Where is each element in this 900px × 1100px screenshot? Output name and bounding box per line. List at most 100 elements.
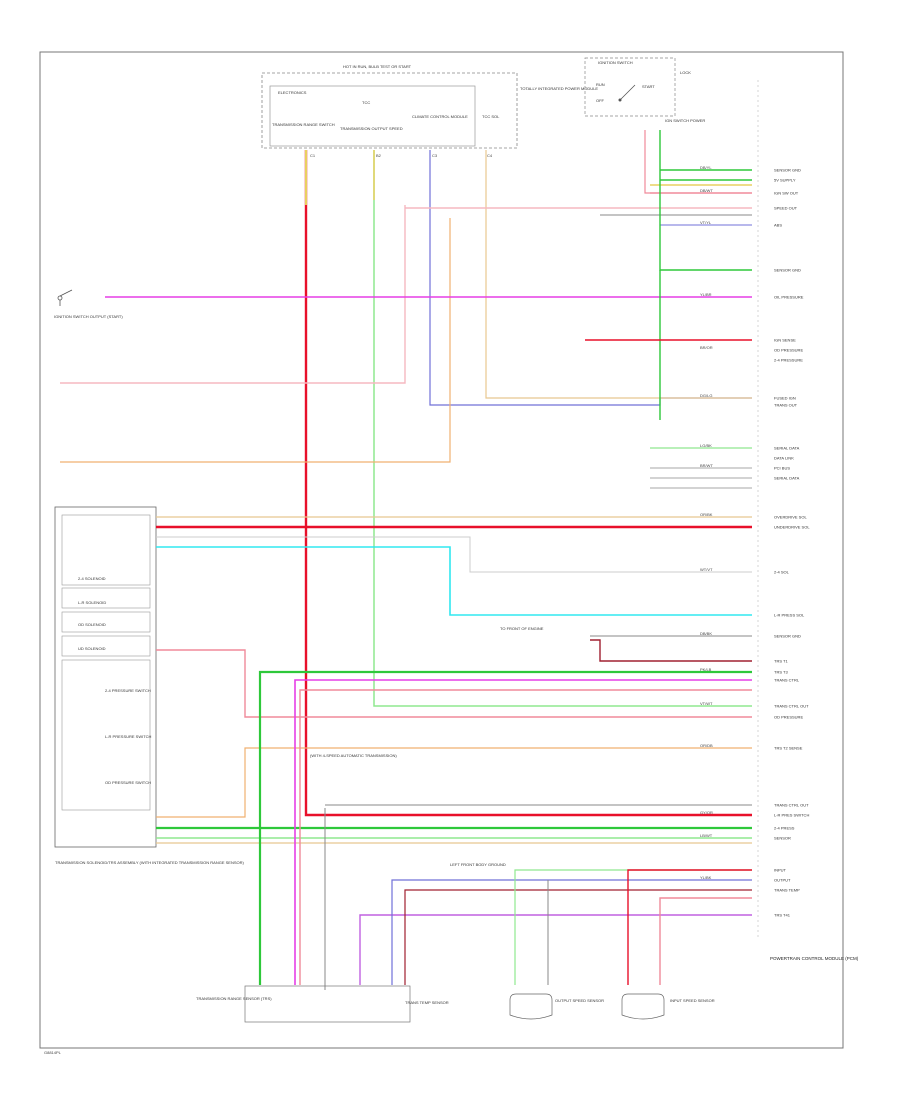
tcm-label-4: TCC SOL — [482, 114, 500, 119]
pcm-pin-label: OVERDRIVE SOL — [774, 515, 807, 520]
pcm-pin-label: OD PRESSURE — [774, 715, 803, 720]
pcm-pin-label: UNDERDRIVE SOL — [774, 525, 810, 530]
ignition-switch: IGNITION SWITCH RUN START OFF LOCK IGN S… — [584, 57, 705, 123]
tcm-center-label: TCC — [362, 100, 370, 105]
ignition-switch-lock: LOCK — [680, 70, 691, 75]
wire-green-right — [660, 169, 752, 181]
left-switch-label: IGNITION SWITCH OUTPUT (START) — [54, 314, 123, 319]
wire-cyan-sol — [156, 546, 752, 616]
pcm-pin-label: INPUT — [774, 868, 787, 873]
tcm-pin-1: C1 — [310, 153, 316, 158]
right-labels: SENSOR GND 5V SUPPLY IGN SW OUT SPEED OUT AB… — [700, 80, 810, 940]
wire-pink-trs — [299, 689, 752, 985]
output-speed-sensor: OUTPUT SPEED SENSOR — [509, 993, 604, 1020]
diagram-frame — [39, 51, 844, 1049]
pcm-pin-label: IGN SW OUT — [774, 191, 799, 196]
pressure-switch-od: OD PRESSURE SWITCH — [105, 780, 151, 785]
tcm-inner-label: ELECTRONICS — [278, 90, 307, 95]
pcm-pin-label: 2-4 PRESS — [774, 826, 795, 831]
wire-pink-ign — [644, 130, 650, 194]
wire-darkred-sol — [590, 639, 752, 662]
solenoid-pack-caption: TRANSMISSION SOLENOID/TRS ASSEMBLY (WITH… — [55, 860, 245, 865]
wire-code-label: OR/BK — [700, 512, 713, 517]
pcm-pin-label: IGN SENSE — [774, 338, 796, 343]
wire-code-label: DB/BK — [700, 631, 712, 636]
wire-pink-in — [659, 897, 752, 985]
pressure-switch-2-4: 2-4 PRESSURE SWITCH — [105, 688, 151, 693]
pcm-pin-label: SERIAL DATA — [774, 446, 800, 451]
pcm-pin-label: TRANS CTRL OUT — [774, 803, 809, 808]
wire-darkred-temp — [404, 889, 752, 985]
pressure-switch-l-r: L-R PRESSURE SWITCH — [105, 734, 152, 739]
wire-white-sol — [156, 536, 752, 573]
pcm-pin-label: 5V SUPPLY — [774, 178, 796, 183]
pcm-pin-label: 2-4 SOL — [774, 570, 790, 575]
pcm-pin-label: TRANS OUT — [774, 403, 798, 408]
pcm-pin-label: SENSOR GND — [774, 268, 801, 273]
pcm-pin-label: TRS T2 SENSE — [774, 746, 803, 751]
wire-orange-left — [60, 218, 451, 463]
pcm-pin-label: SERIAL DATA — [774, 476, 800, 481]
left-ignition-switch: IGNITION SWITCH OUTPUT (START) — [54, 289, 123, 319]
wire-code-label: OR/DB — [700, 743, 713, 748]
wire-code-label: GY/OR — [700, 810, 713, 815]
pcm-pin-label: DATA LINK — [774, 456, 794, 461]
wire-green-main — [373, 150, 752, 707]
wire-green-trs — [258, 670, 752, 985]
wire-magenta-trs — [294, 679, 752, 985]
diagram-id: G8814PL — [44, 1050, 62, 1055]
tcm-pin-2: B2 — [376, 153, 382, 158]
tcm-label-2: TRANSMISSION OUTPUT SPEED — [340, 126, 403, 131]
wire-pink-sol — [156, 649, 752, 718]
tcm-pin-3: C3 — [432, 153, 438, 158]
solenoid-l-r: L-R SOLENOID — [78, 600, 106, 605]
wire-code-label: DB/YL — [700, 165, 712, 170]
wire-green-ign — [659, 130, 752, 271]
solenoid-2-4: 2-4 SOLENOID — [78, 576, 106, 581]
wire-pink-tcm — [60, 205, 406, 384]
pcm-pin-label: OUTPUT — [774, 878, 791, 883]
tcm-label-1: TRANSMISSION RANGE SWITCH — [272, 122, 335, 127]
pcm-pin-label: SENSOR — [774, 836, 791, 841]
module-caption: POWERTRAIN CONTROL MODULE (PCM) — [770, 956, 859, 961]
pcm-pin-label: TRS T41 — [774, 913, 791, 918]
ignition-switch-off: OFF — [596, 98, 605, 103]
wire-red-main — [304, 150, 752, 817]
pcm-pin-label: ABS — [774, 223, 782, 228]
wire-code-label: VT/WT — [700, 701, 713, 706]
pcm-pin-label: TRANS CTRL — [774, 678, 800, 683]
tcm-box: HOT IN RUN, BULB TEST OR START ELECTRONI… — [261, 64, 598, 158]
pcm-pin-label: OIL PRESSURE — [774, 295, 804, 300]
wire-code-label: BR/OR — [700, 345, 713, 350]
output-speed-label: OUTPUT SPEED SENSOR — [555, 998, 604, 1003]
wire-code-label: PK/LB — [700, 667, 712, 672]
ignition-sub-label: IGN SWITCH POWER — [665, 118, 705, 123]
wire-code-label: BR/WT — [700, 463, 713, 468]
wire-orange-sol — [156, 747, 752, 818]
tcm-label-3: CLIMATE CONTROL MODULE — [412, 114, 468, 119]
sensor-note-ground: LEFT FRONT BODY GROUND — [450, 862, 506, 867]
solenoid-od: OD SOLENOID — [78, 622, 106, 627]
pcm-pin-label: L-R PRESS SOL — [774, 613, 805, 618]
wire-blue-temp — [391, 879, 752, 985]
pcm-pin-label: TRS T3 — [774, 670, 788, 675]
pcm-pin-label: TRANS CTRL OUT — [774, 704, 809, 709]
wire-code-label: VT/YL — [700, 220, 712, 225]
tcm-pin-4: C4 — [487, 153, 493, 158]
pcm-pin-label: SPEED OUT — [774, 206, 798, 211]
tcm-side-label: TOTALLY INTEGRATED POWER MODULE — [520, 86, 598, 91]
wire-green-out — [514, 869, 752, 985]
wire-code-label: WT/VT — [700, 567, 713, 572]
wire-code-label: DG/LG — [700, 393, 712, 398]
wire-code-label: YL/BK — [700, 875, 712, 880]
pcm-pin-label: 2-4 PRESSURE — [774, 358, 803, 363]
pcm-pin-label: SENSOR GND — [774, 634, 801, 639]
wire-gray-mid — [650, 467, 752, 489]
solenoid-pack: 2-4 SOLENOID L-R SOLENOID OD SOLENOID UD… — [54, 506, 245, 865]
wire-group — [60, 130, 752, 990]
ignition-switch-run: RUN — [596, 82, 605, 87]
wire-red-in — [627, 869, 752, 985]
input-speed-label: INPUT SPEED SENSOR — [670, 998, 715, 1003]
wire-violet-temp — [359, 914, 752, 985]
